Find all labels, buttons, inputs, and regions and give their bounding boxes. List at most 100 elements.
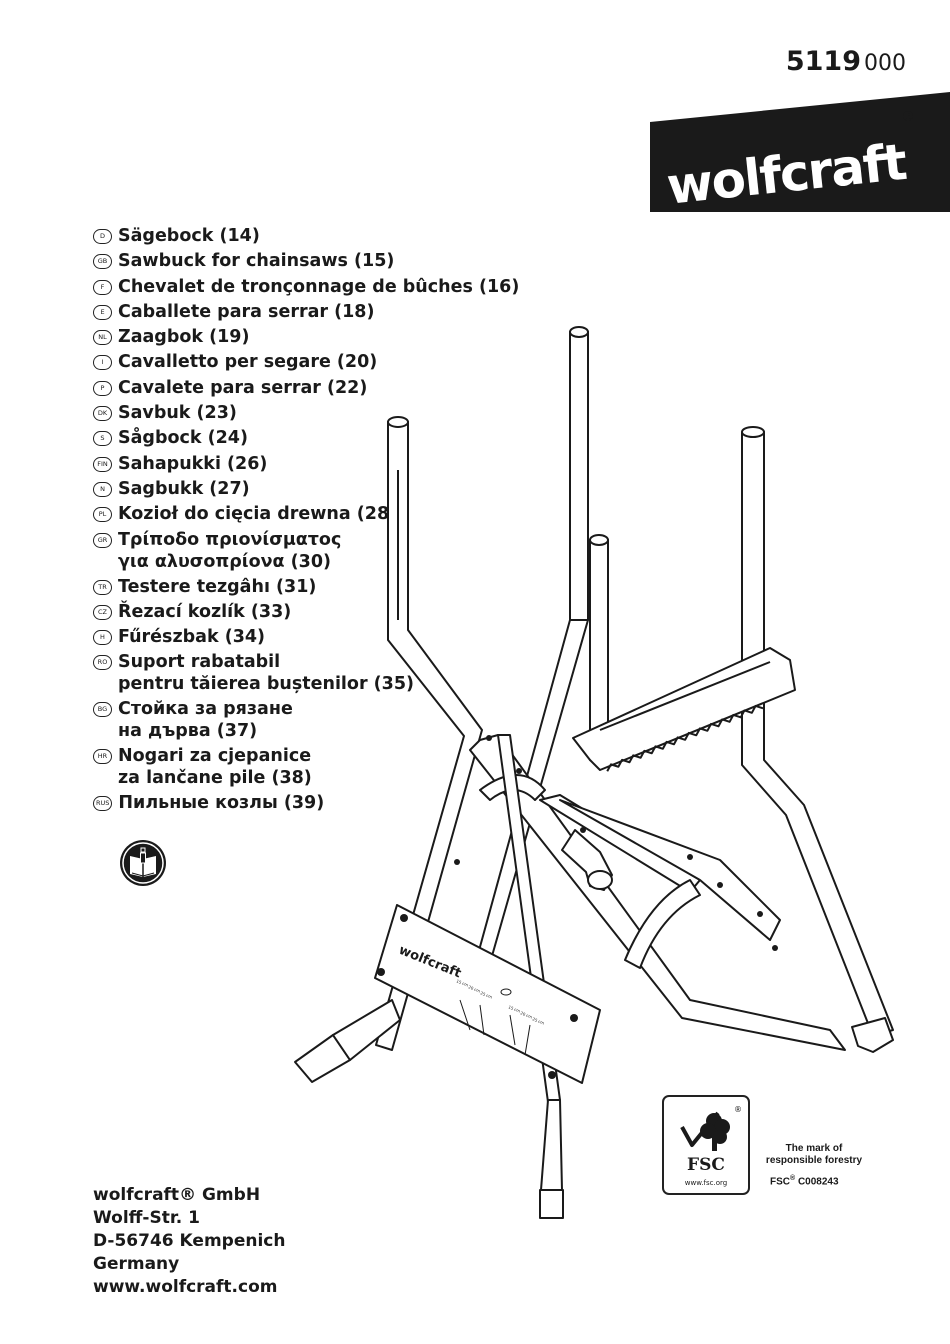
address-city: D-56746 Kempenich: [93, 1231, 286, 1251]
language-item: F Chevalet de tronçonnage de bûches (16): [93, 276, 553, 298]
language-title: Caballete para serrar (18): [118, 301, 374, 323]
address-company: wolfcraft® GmbH: [93, 1185, 261, 1205]
fsc-label: FSC: [687, 1155, 725, 1175]
fsc-mark-line: responsible forestry: [765, 1155, 863, 1166]
language-code-badge: H: [93, 630, 112, 646]
language-title-line: Řezací kozlík (33): [118, 601, 292, 622]
language-code-badge: RUS: [93, 796, 113, 812]
language-item: P Cavalete para serrar (22): [93, 377, 553, 399]
language-title: Пильные козлы (39): [118, 792, 324, 814]
language-code-badge: CZ: [93, 604, 112, 620]
language-title-line: Kozioł do cięcia drewna (28): [118, 504, 398, 525]
language-title-line: Chevalet de tronçonnage de bûches (16): [118, 276, 520, 297]
read-manual-icon: [120, 840, 166, 886]
fsc-reg-mark: ®: [734, 1105, 742, 1114]
language-title: Sawbuck for chainsaws (15): [118, 250, 394, 272]
language-title-line: Caballete para serrar (18): [118, 301, 375, 322]
language-code-badge: DK: [93, 406, 112, 422]
plate-size-label: 25 cm: [532, 1016, 546, 1025]
fsc-code-reg: ®: [790, 1175, 796, 1182]
fsc-code-number: C008243: [797, 1176, 839, 1188]
language-item: N Sagbukk (27): [93, 478, 553, 500]
fsc-code-prefix: FSC: [770, 1176, 790, 1188]
language-item: DK Savbuk (23): [93, 402, 553, 424]
language-title-line: για αλυσοπρίονα (30): [118, 551, 332, 572]
language-title-line: Sawbuck for chainsaws (15): [118, 251, 395, 272]
language-title-line: Пильные козлы (39): [118, 793, 325, 814]
language-title: Cavalletto per segare (20): [118, 351, 377, 373]
plate-size-label: 20 cm: [520, 1010, 534, 1019]
language-code-badge: PL: [93, 507, 112, 523]
language-title-line: Sågbock (24): [118, 428, 248, 449]
language-item: H Fűrészbak (34): [93, 626, 553, 648]
language-title-line: pentru tăierea buștenilor (35): [118, 674, 415, 695]
plate-size-label: 15 cm: [508, 1004, 522, 1013]
language-code-badge: TR: [93, 579, 112, 595]
language-code-badge: E: [93, 304, 112, 320]
company-address: wolfcraft® GmbH Wolff-Str. 1 D-56746 Kem…: [93, 1184, 285, 1299]
plate-size-label: 25 cm: [480, 990, 494, 999]
language-list: D Sägebock (14) GB Sawbuck for chainsaws (1…: [93, 225, 553, 818]
part-number-suffix: 000: [864, 51, 906, 76]
language-title-line: Стойка за рязане: [118, 699, 293, 720]
plate-size-label: 20 cm: [468, 984, 482, 993]
language-item: D Sägebock (14): [93, 225, 553, 247]
language-item: RUS Пильные козлы (39): [93, 792, 553, 814]
language-title: Kozioł do cięcia drewna (28): [118, 503, 397, 525]
language-item: PL Kozioł do cięcia drewna (28): [93, 503, 553, 525]
language-code-badge: N: [93, 481, 112, 497]
fsc-tree-icon: [680, 1111, 730, 1151]
language-code-badge: RO: [93, 655, 112, 671]
language-code-badge: NL: [93, 330, 112, 346]
language-item: GB Sawbuck for chainsaws (15): [93, 250, 553, 272]
language-title-line: на дърва (37): [118, 721, 258, 742]
language-code-badge: F: [93, 279, 112, 295]
language-item: S Sågbock (24): [93, 427, 553, 449]
language-title-line: Zaagbok (19): [118, 327, 250, 348]
language-title-line: Nogari za cjepanice: [118, 746, 312, 767]
fsc-license-code: FSC® C008243: [770, 1175, 839, 1187]
language-title-line: Fűrészbak (34): [118, 627, 266, 648]
language-code-badge: HR: [93, 749, 112, 765]
language-title-line: Sagbukk (27): [118, 478, 250, 499]
language-title-line: Cavalete para serrar (22): [118, 377, 368, 398]
language-title: Chevalet de tronçonnage de bûches (16): [118, 276, 519, 298]
language-title-line: Τρίποδο πριονίσματος: [118, 529, 342, 550]
language-code-badge: GR: [93, 532, 112, 548]
language-title-line: Cavalletto per segare (20): [118, 352, 378, 373]
language-title: Sahapukki (26): [118, 453, 267, 475]
fsc-mark-line: The mark of: [785, 1143, 843, 1154]
sawbuck-illustration: wolfcraft 15 cm 20 cm 25 cm 15 cm 20 cm …: [294, 326, 894, 1219]
language-code-badge: I: [93, 355, 112, 371]
language-code-badge: D: [93, 229, 112, 244]
language-title: Sägebock (14): [118, 225, 260, 247]
language-code-badge: GB: [93, 254, 112, 270]
language-item: CZ Řezací kozlík (33): [93, 601, 553, 623]
fsc-url: www.fsc.org: [684, 1179, 728, 1187]
address-website[interactable]: www.wolfcraft.com: [93, 1277, 278, 1297]
part-number-main: 5119: [785, 46, 861, 77]
language-code-badge: P: [93, 380, 112, 396]
language-title: Savbuk (23): [118, 402, 237, 424]
address-country: Germany: [93, 1254, 180, 1274]
language-code-badge: S: [93, 431, 112, 447]
plate-size-label: 15 cm: [456, 978, 470, 987]
language-title-line: Savbuk (23): [118, 403, 237, 424]
wolfcraft-logo: wolfcraft ®: [650, 92, 950, 212]
language-title-line: Suport rabatabil: [118, 652, 281, 673]
language-code-badge: BG: [93, 702, 112, 718]
language-title-line: za lančane pile (38): [118, 768, 312, 789]
language-title: Sågbock (24): [118, 427, 248, 449]
language-title: Fűrészbak (34): [118, 626, 265, 648]
language-item: NL Zaagbok (19): [93, 326, 553, 348]
